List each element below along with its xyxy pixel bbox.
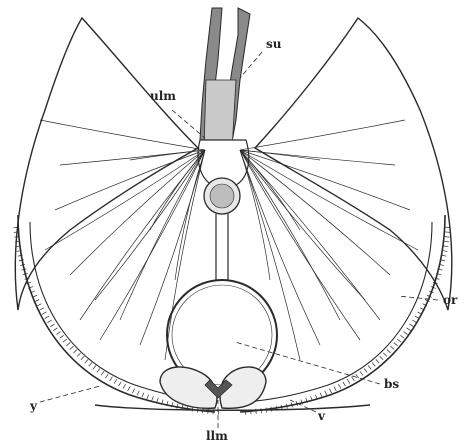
bristle — [394, 343, 398, 346]
bristle — [352, 377, 355, 381]
bristle — [37, 304, 41, 306]
bristle — [123, 384, 125, 388]
bristle — [320, 393, 322, 398]
bristle — [334, 386, 336, 390]
bristle — [128, 386, 130, 390]
leader-y — [40, 386, 100, 402]
bristle — [137, 391, 139, 396]
leader-ulm — [172, 110, 205, 138]
label-llm: llm — [206, 429, 228, 443]
bristle — [338, 384, 340, 388]
bristle — [442, 251, 447, 252]
bristle — [42, 312, 46, 314]
bristle — [372, 362, 375, 366]
fibre-line — [70, 150, 205, 275]
bristle — [93, 366, 96, 370]
bristle — [409, 324, 413, 327]
bristle — [97, 368, 100, 372]
bristle — [383, 353, 387, 357]
bristle — [400, 335, 404, 338]
bristle — [39, 308, 43, 310]
bristle — [376, 359, 379, 363]
bristle — [101, 371, 104, 375]
fibre-line — [240, 150, 320, 160]
bristle — [364, 368, 367, 372]
bristle — [343, 382, 346, 386]
bristle — [387, 350, 391, 353]
bristle — [105, 374, 108, 378]
bristle — [81, 356, 84, 360]
fibre-line — [130, 150, 205, 160]
fibre-line — [240, 150, 365, 300]
bristle — [47, 320, 51, 323]
bristle — [73, 350, 77, 353]
leader-v — [290, 400, 316, 412]
bristle — [50, 324, 54, 327]
fibre-line — [240, 150, 390, 275]
bristle — [56, 332, 60, 335]
bristle — [66, 343, 70, 346]
bristle — [404, 332, 408, 335]
bristle — [142, 393, 144, 398]
bristle — [360, 371, 363, 375]
fibre-line — [45, 150, 205, 250]
bristle — [63, 339, 67, 342]
bristle — [347, 379, 350, 383]
bristle — [119, 382, 122, 386]
label-y: y — [29, 399, 38, 413]
bristle — [114, 379, 117, 383]
fibre-line — [40, 120, 205, 150]
label-or: or — [443, 293, 458, 307]
bristle — [415, 316, 419, 319]
bristle — [152, 396, 154, 401]
label-v: v — [317, 409, 326, 423]
bristle — [35, 300, 40, 302]
label-ulm: ulm — [150, 89, 176, 103]
bristle — [85, 359, 88, 363]
fibre-line — [240, 120, 405, 150]
bristle — [444, 241, 449, 242]
bristle — [397, 339, 401, 342]
bristle — [70, 346, 74, 349]
bristle — [407, 328, 411, 331]
bristle — [412, 320, 416, 323]
small-sphere-inner — [210, 184, 234, 208]
bristle — [356, 374, 359, 378]
bristle — [445, 237, 450, 238]
bristle — [147, 395, 149, 400]
bristle — [110, 377, 113, 381]
bristle — [443, 246, 448, 247]
bristle — [77, 353, 81, 357]
bristle — [60, 335, 64, 338]
bristle — [325, 391, 327, 396]
bristle — [53, 328, 57, 331]
bristle — [390, 346, 394, 349]
left-lobe-outline — [15, 18, 198, 310]
label-bs: bs — [384, 377, 399, 391]
label-su: su — [266, 37, 282, 51]
bristle — [329, 389, 331, 393]
fibre-line — [55, 150, 205, 210]
bristle — [368, 366, 371, 370]
bristle — [89, 362, 92, 366]
bristle — [132, 389, 134, 393]
bristle — [45, 316, 49, 319]
bristle — [380, 356, 383, 360]
